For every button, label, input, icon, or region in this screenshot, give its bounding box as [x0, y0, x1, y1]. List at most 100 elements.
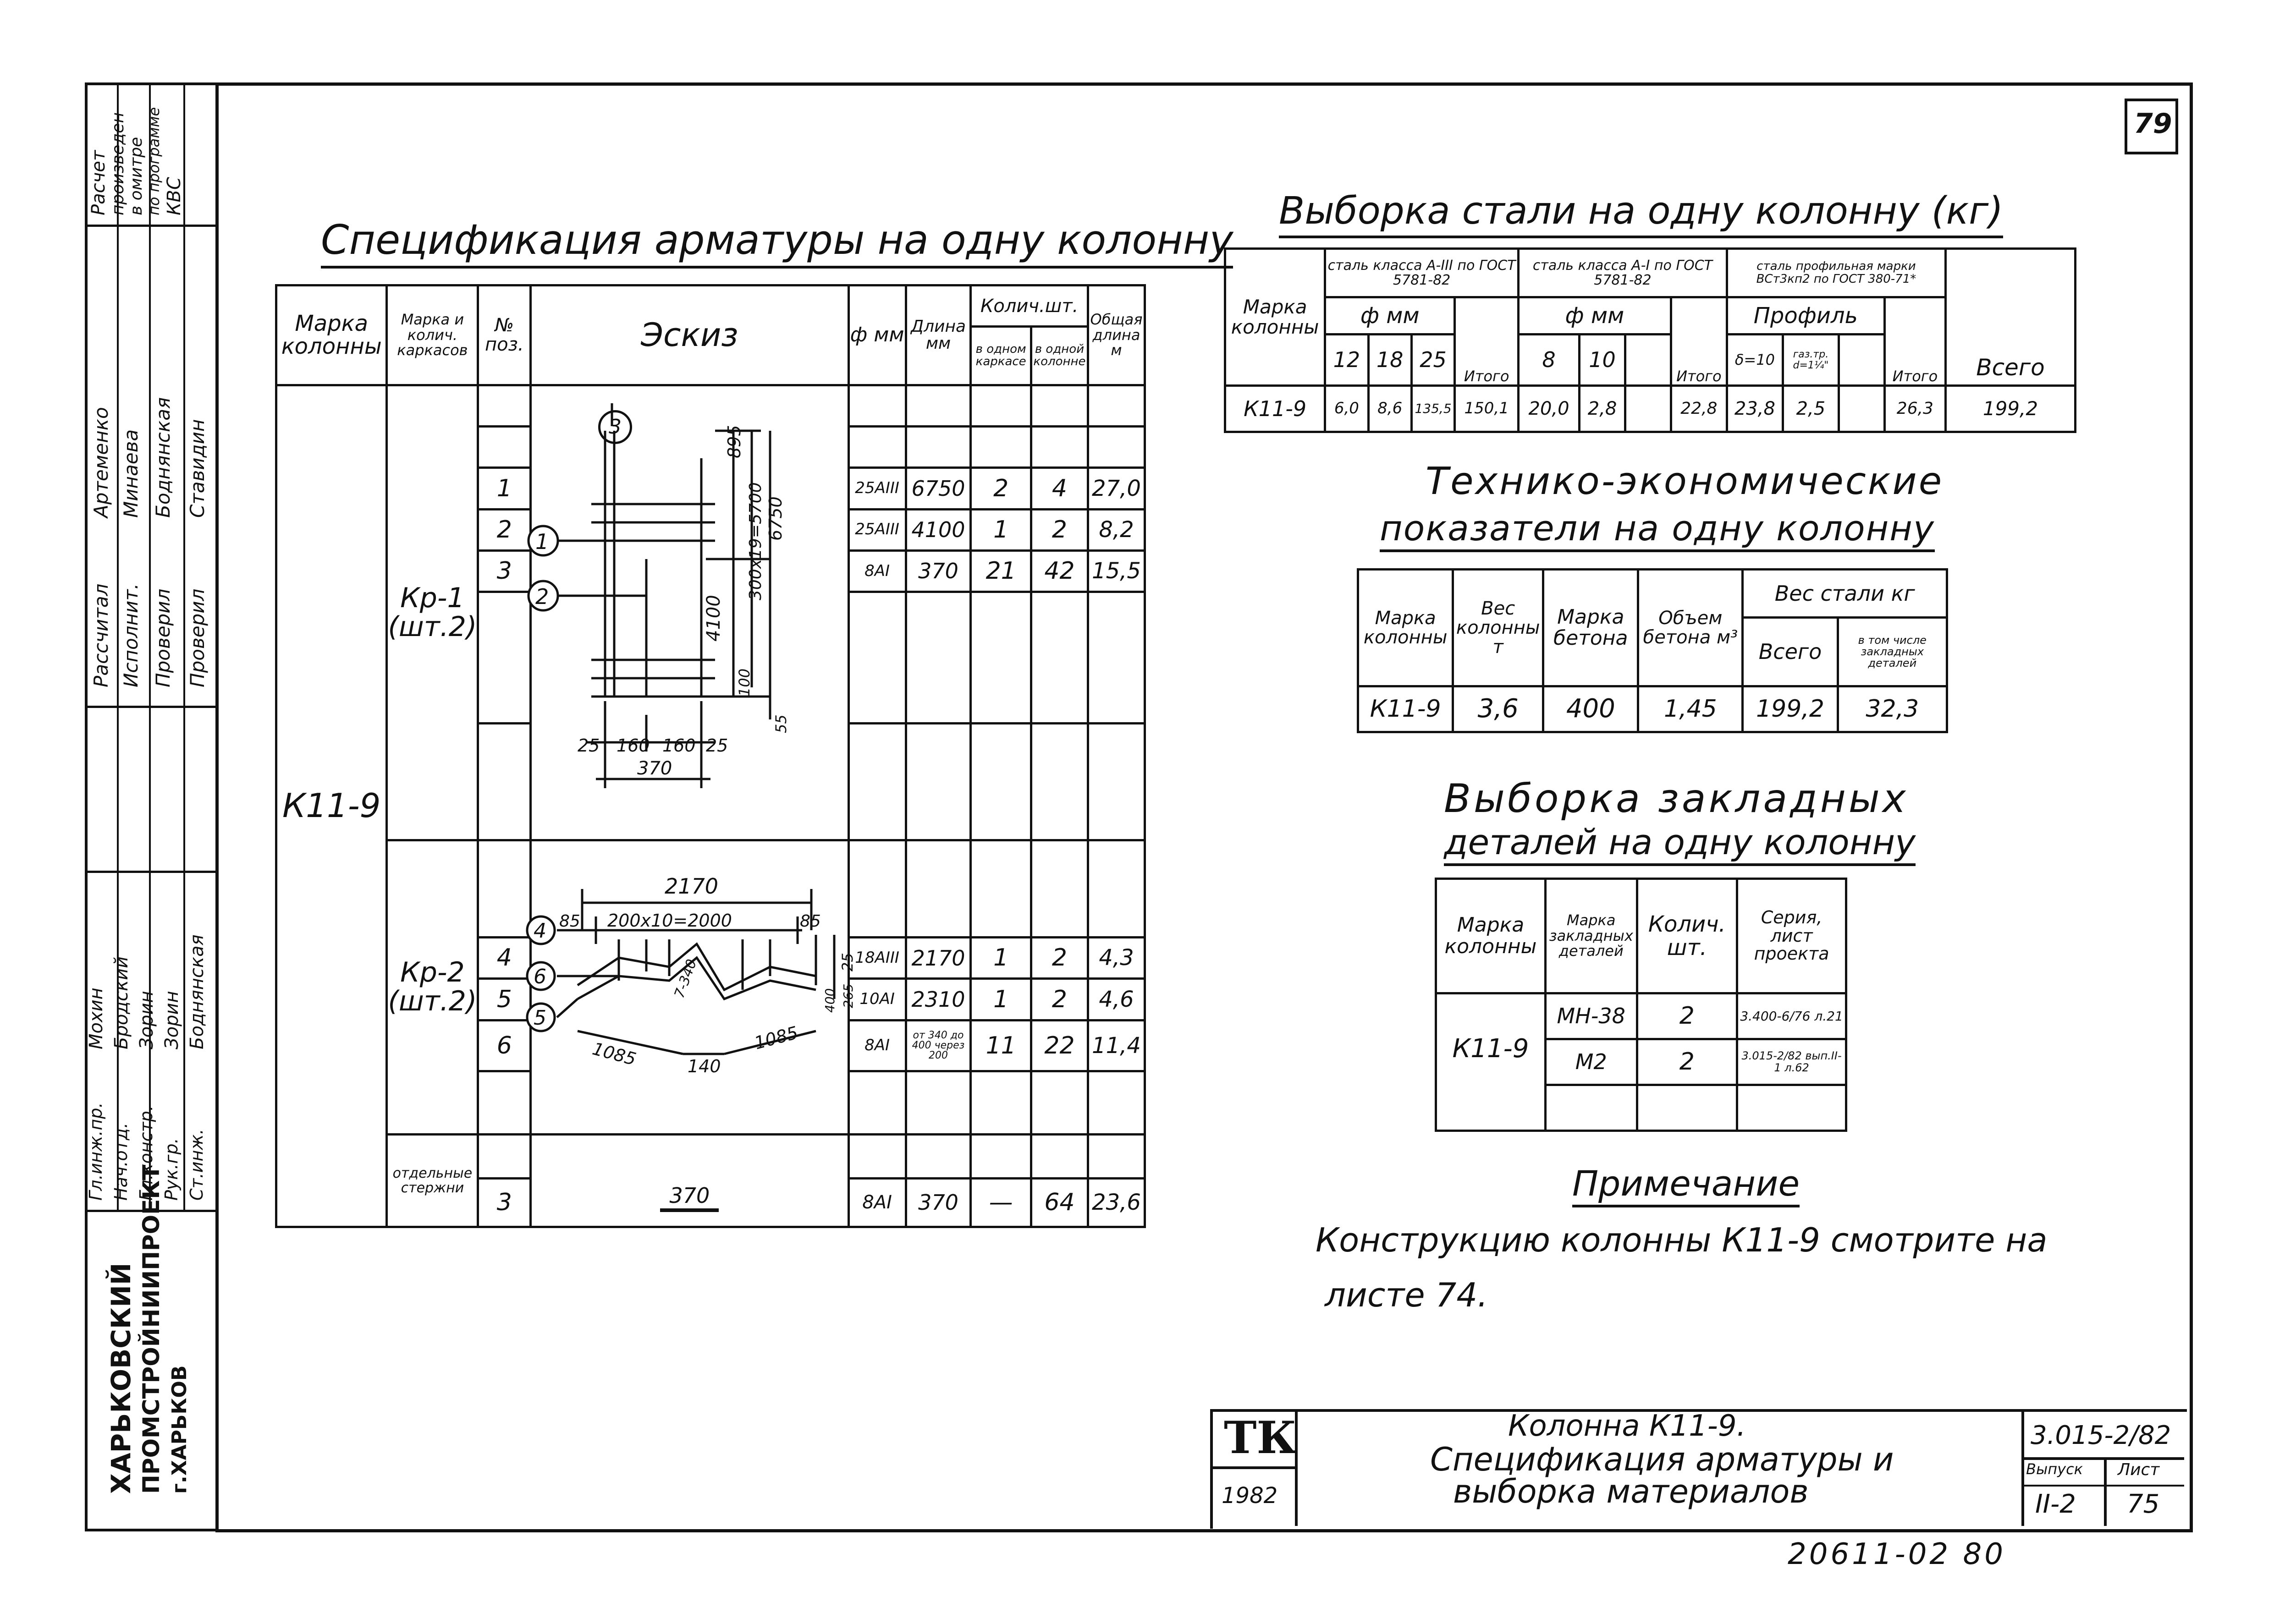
- steel-table: Марка колонны сталь класса А-III по ГОСТ…: [1223, 247, 2077, 433]
- sketch2-dim: 7-340: [672, 957, 700, 1000]
- emb-series: 3.015-2/82 вып.II-1 л.62: [1736, 1038, 1847, 1086]
- spec-per-col: 42: [1030, 549, 1089, 593]
- sketch2-dim: 140: [688, 1056, 721, 1076]
- tep-h-ves: Вес колонны т: [1452, 568, 1545, 687]
- steel-val: 2,8: [1578, 384, 1626, 433]
- emb-row: М2 2 3.015-2/82 вып.II-1 л.62: [1436, 1038, 1847, 1086]
- tep-title-2: показатели на одну колонну: [1380, 511, 1935, 552]
- page-number-box: [2125, 99, 2178, 154]
- stamp-note-4: по программе: [145, 107, 163, 215]
- stamp-note-2: произведен: [109, 112, 127, 215]
- sketch1-callout-1: 1: [535, 529, 549, 554]
- steel-sub: 8: [1517, 333, 1581, 387]
- emb-detail: МН-38: [1544, 992, 1638, 1040]
- spec-per-frame: 1: [969, 936, 1032, 980]
- steel-h-phi-a3: ф мм: [1324, 296, 1456, 336]
- spec-len: 370: [904, 549, 972, 593]
- steel-val: 199,2: [1944, 384, 2077, 433]
- spec-total: 4,6: [1086, 977, 1146, 1021]
- emb-title-1: Выборка закладных: [1444, 776, 1909, 822]
- tep-val: 32,3: [1836, 685, 1949, 733]
- sketch1-dim: 370: [637, 758, 672, 779]
- tep-val: 199,2: [1741, 685, 1839, 733]
- emb-h-marka: Марка колонны: [1435, 878, 1547, 994]
- spec-len: 6750: [904, 466, 972, 510]
- stamp-chief-4: Рук.гр.: [161, 1138, 182, 1201]
- tb-tk: ТК: [1224, 1412, 1297, 1464]
- tb-divider: [2021, 1457, 2184, 1460]
- spec-len: 2170: [904, 936, 972, 980]
- spec-per-frame: —: [969, 1177, 1032, 1229]
- sketch-kp1: 1 2 895 300x19=5700 6750 4100 100 55 25 …: [527, 403, 790, 788]
- stamp-col-line: [117, 82, 119, 1210]
- steel-val: 26,3: [1883, 384, 1947, 433]
- stamp-chief-name-2: Бродский: [111, 956, 132, 1049]
- stamp-note-1: Расчет: [88, 150, 109, 215]
- steel-val: 22,8: [1669, 384, 1728, 433]
- spec-column-mark: К11-9: [275, 384, 388, 1229]
- tb-divider: [2104, 1457, 2107, 1526]
- tep-table: Марка колонны Вес колонны т Марка бетона…: [1356, 568, 1949, 733]
- emb-row: К11-9 МН-38 2 3.400-6/76 л.21: [1435, 992, 1847, 1132]
- stamp-org-1: ХАРЬКОВСКИЙ: [105, 1262, 137, 1494]
- stamp-col-line: [183, 82, 185, 1210]
- spec-pos: 4: [477, 936, 532, 980]
- stamp-name-3: Боднянская: [152, 397, 174, 518]
- spec-phi: 25АIII: [847, 466, 907, 510]
- spec-phi: 18АIII: [847, 936, 907, 980]
- tb-list: 75: [2127, 1489, 2160, 1519]
- steel-h-total: Всего: [1944, 247, 2077, 387]
- spec-per-col: 4: [1030, 466, 1089, 510]
- note-line-2: листе 74.: [1325, 1276, 1488, 1314]
- spec-per-col: 2: [1030, 977, 1089, 1021]
- spec-row: 6 8АI от 340 до 400 через 200 11 22 11,4: [276, 1019, 1146, 1073]
- steel-sub-a3-itogo: Итого: [1454, 296, 1520, 387]
- sketch2-dim: 85: [559, 912, 580, 931]
- spec-row: 3 8АI 370 — 64 23,6: [276, 1177, 1146, 1229]
- sketch2-dim: 200x10=2000: [607, 911, 732, 931]
- steel-h-a1: сталь класса А-I по ГОСТ 5781-82: [1517, 247, 1728, 299]
- spec-h-pos: № поз.: [477, 284, 532, 386]
- spec-row: 2 25АIII 4100 1 2 8,2: [276, 508, 1146, 552]
- stamp-role-2: Исполнит.: [120, 583, 142, 687]
- tb-divider: [2021, 1485, 2184, 1487]
- tep-title-1: Технико-экономические: [1426, 460, 1944, 503]
- stamp-role-4: Проверил: [186, 588, 209, 687]
- left-stamp: [85, 82, 218, 1531]
- spec-total: 4,3: [1086, 936, 1146, 980]
- steel-sub: δ=10: [1725, 333, 1784, 387]
- sketch2-callout-5: 5: [534, 1006, 546, 1030]
- drawing-frame: [215, 82, 2193, 1532]
- steel-title: Выборка стали на одну колонну (кг): [1279, 192, 2004, 238]
- bottom-number: 20611-02 80: [1788, 1537, 2006, 1571]
- spec-total: 15,5: [1086, 549, 1146, 593]
- spec-table: Марка колонны Марка и колич. каркасов № …: [275, 284, 1146, 1229]
- steel-h-prof: сталь профильная марки ВСт3кп2 по ГОСТ 3…: [1725, 247, 1947, 299]
- sketch-kp2: 4 6 5 2170 85 200x10=2000 85 25 400 265 …: [526, 874, 856, 1076]
- tb-series: 3.015-2/82: [2031, 1421, 2171, 1450]
- spec-row: 4 18АIII 2170 1 2 4,3: [276, 936, 1146, 980]
- steel-h-phi-a1: ф мм: [1517, 296, 1672, 336]
- spec-total: 11,4: [1086, 1019, 1146, 1073]
- spec-h-v-odnoi: в одной колонне: [1030, 325, 1089, 386]
- sketch1-callout-2: 2: [535, 584, 549, 609]
- sketch2-dim: 265: [841, 984, 856, 1008]
- spec-phi: 8АI: [847, 1177, 907, 1229]
- stamp-chief-name-4: Зорин: [161, 991, 182, 1049]
- tb-h-list: Лист: [2118, 1460, 2160, 1479]
- spec-per-col: 2: [1030, 508, 1089, 552]
- tb-divider: [2021, 1409, 2024, 1526]
- steel-mark: К11-9: [1223, 384, 1327, 433]
- steel-val: 6,0: [1324, 384, 1370, 433]
- spec-sketch-3-dim: 370: [660, 1184, 719, 1212]
- steel-h-marka: Марка колонны: [1223, 247, 1327, 387]
- stamp-col-line: [149, 82, 151, 1210]
- tep-val: 1,45: [1637, 685, 1744, 733]
- spec-len: 4100: [904, 508, 972, 552]
- emb-title-2: деталей на одну колонну: [1444, 825, 1916, 866]
- steel-sub: 25: [1410, 333, 1456, 387]
- steel-sub: [1837, 333, 1886, 387]
- emb-mark: К11-9: [1435, 992, 1547, 1132]
- stamp-divider-4: [85, 1210, 215, 1212]
- tep-row: К11-9 3,6 400 1,45 199,2 32,3: [1356, 685, 1949, 733]
